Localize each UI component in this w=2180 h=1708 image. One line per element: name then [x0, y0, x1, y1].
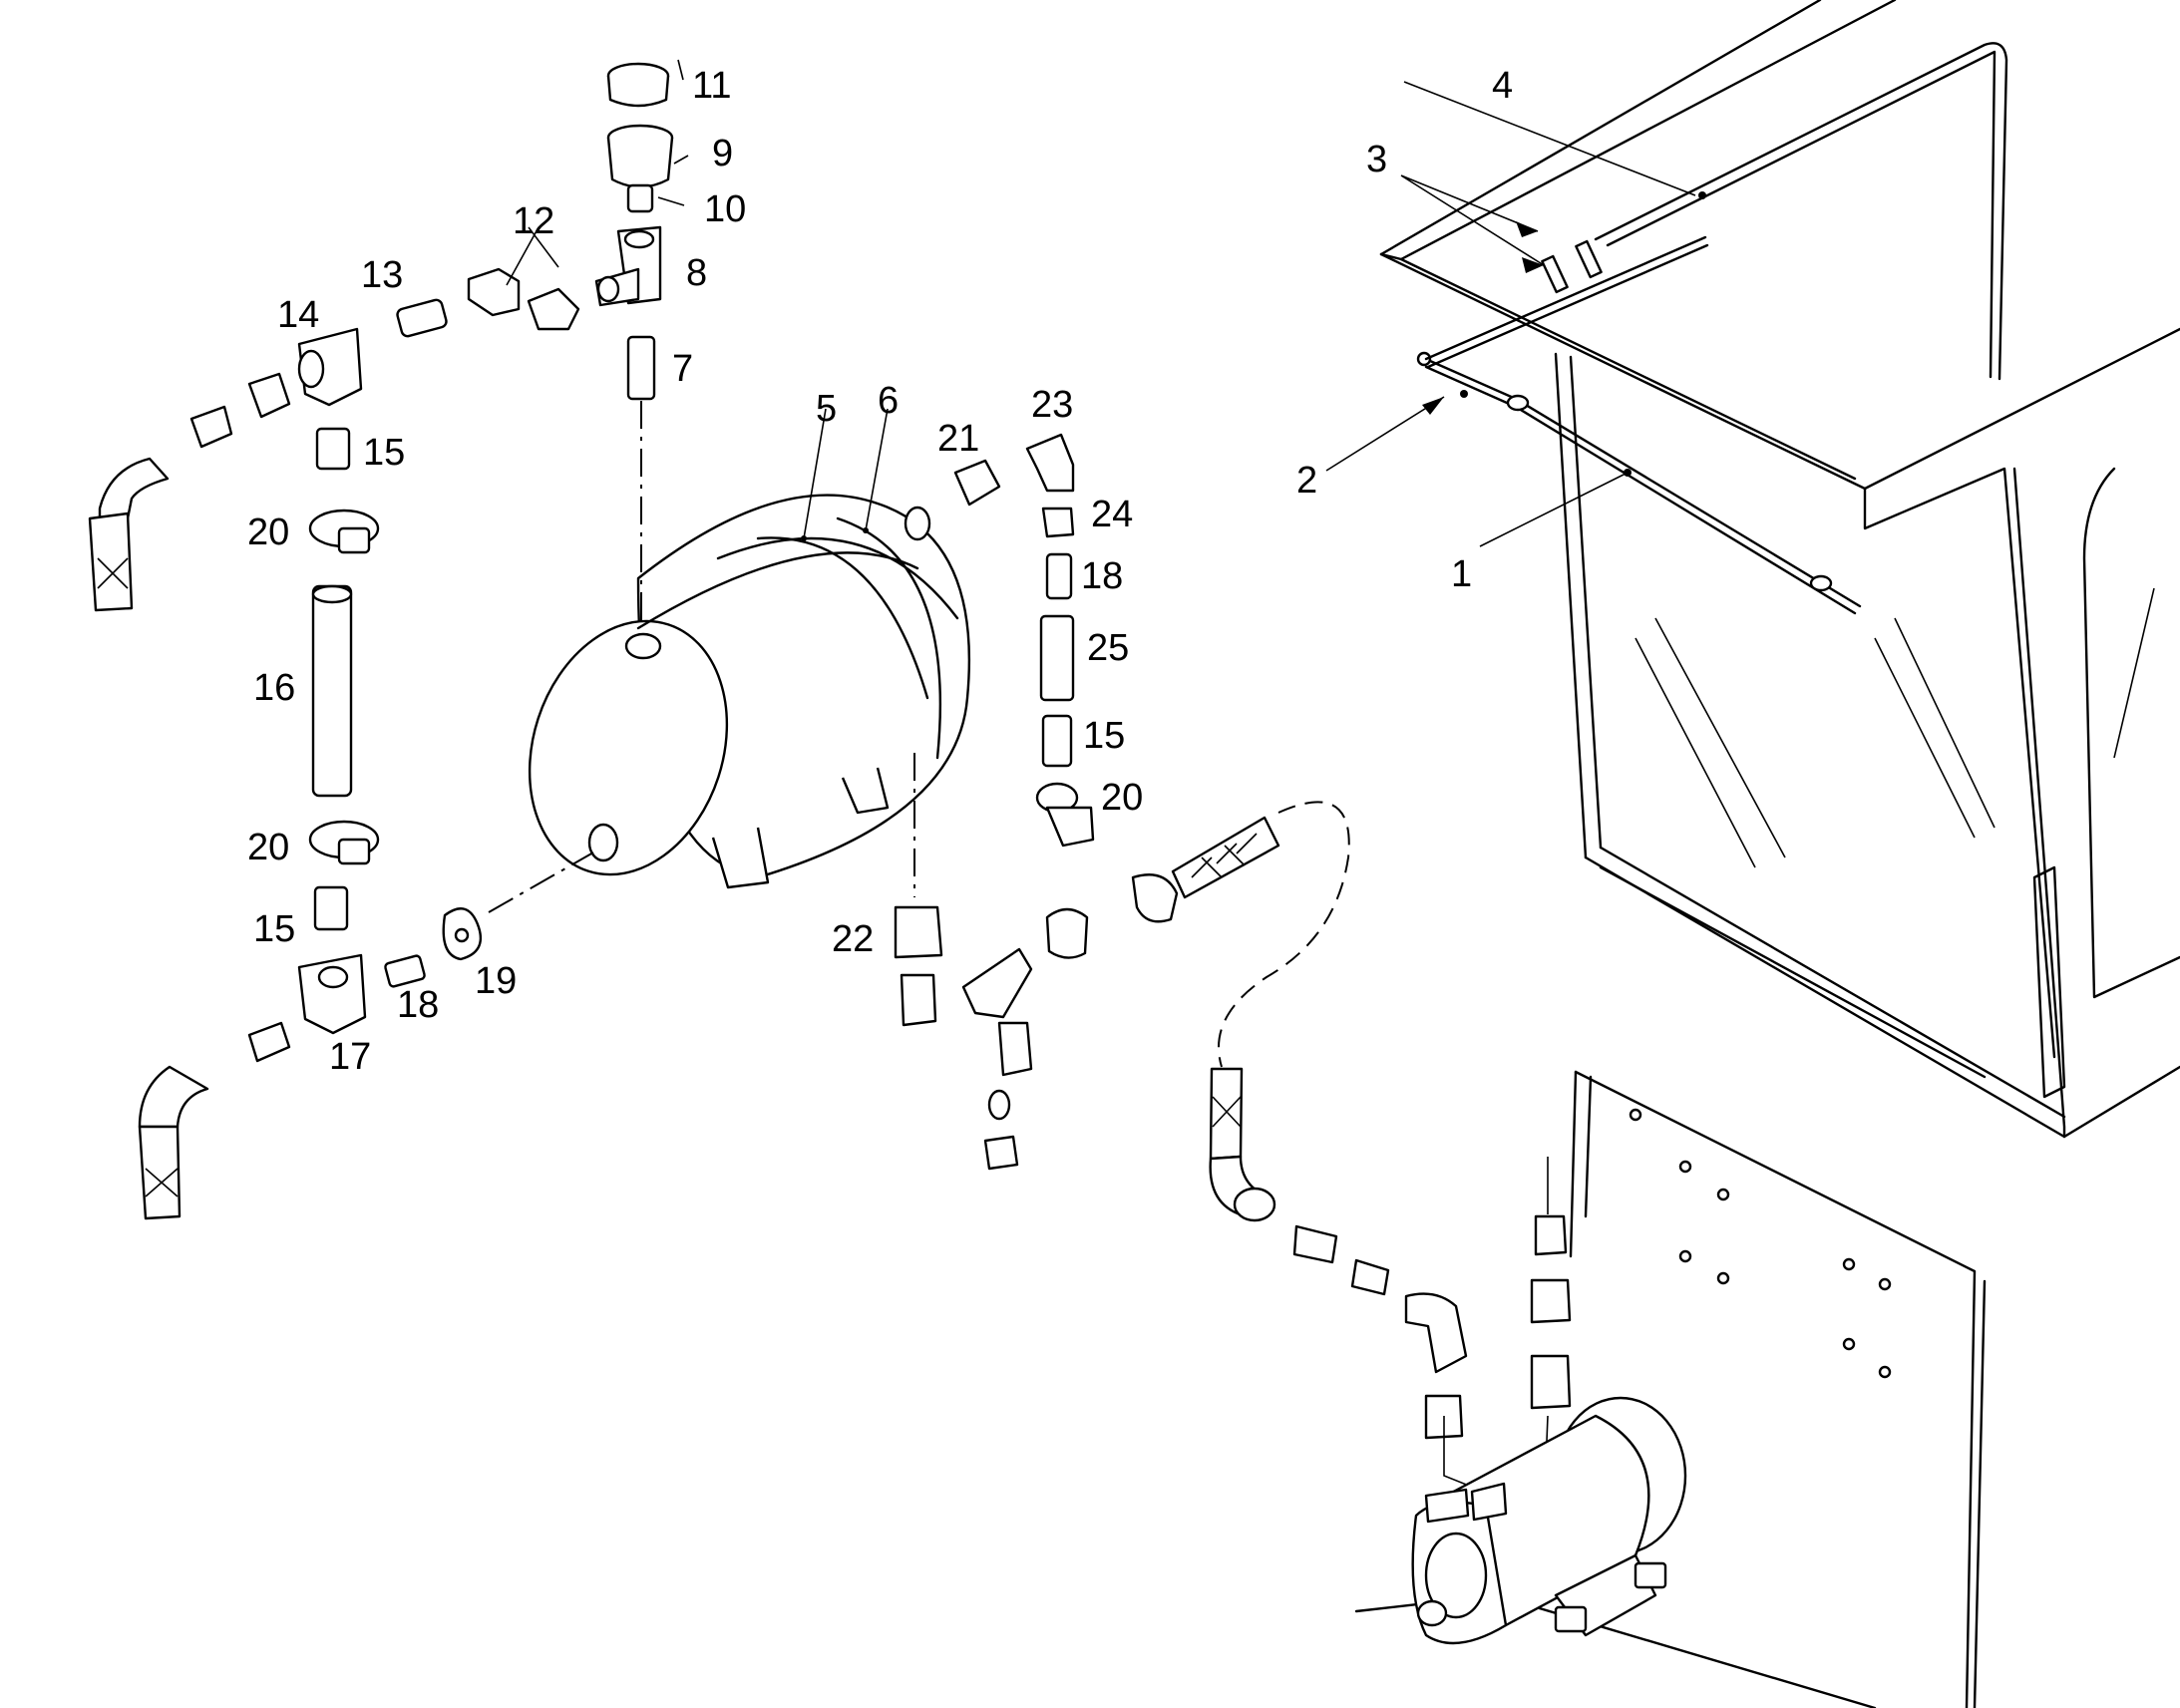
right-fitting-stack [913, 433, 1095, 897]
callout-20-lower: 20 [247, 827, 289, 868]
callout-7: 7 [672, 348, 693, 390]
nozzle-point [1460, 390, 1468, 398]
callout-1: 1 [1451, 553, 1472, 595]
callout-18-lower: 18 [397, 984, 439, 1026]
callout-25: 25 [1087, 627, 1129, 669]
callout-18-right: 18 [1081, 555, 1123, 597]
callout-labels: 1 2 3 4 5 6 7 8 9 10 11 12 13 14 15 15 1… [247, 65, 1513, 1078]
callout-23: 23 [1031, 384, 1073, 426]
lower-left-hose-assembly [138, 852, 594, 1220]
leader-lines [506, 59, 1696, 547]
callout-19: 19 [475, 960, 517, 1002]
callout-16: 16 [253, 667, 295, 709]
callout-9: 9 [712, 133, 733, 174]
pump-assembly [1209, 1067, 1987, 1708]
filler-stack [594, 62, 674, 628]
arrowheads [1422, 221, 1544, 415]
callout-12: 12 [513, 200, 554, 242]
callout-15-upper: 15 [363, 432, 405, 474]
pump-point [1698, 191, 1706, 199]
callout-20-upper: 20 [247, 512, 289, 553]
callout-17: 17 [329, 1036, 371, 1078]
cab-assembly [1379, 0, 2180, 1139]
callout-21: 21 [937, 418, 979, 460]
callout-14: 14 [277, 294, 319, 336]
center-fitting-group [894, 801, 1350, 1171]
callout-3: 3 [1366, 139, 1387, 180]
callout-10: 10 [704, 188, 746, 230]
callout-2: 2 [1296, 460, 1317, 502]
callout-13: 13 [361, 254, 403, 296]
callout-22: 22 [832, 918, 874, 960]
callout-20-right: 20 [1101, 777, 1143, 819]
reservoir-tank [528, 494, 971, 889]
callout-15-lower: 15 [253, 908, 295, 950]
upper-left-hose-assembly [88, 267, 580, 931]
callout-4: 4 [1492, 65, 1513, 107]
callout-5: 5 [816, 388, 837, 430]
callout-15-right: 15 [1083, 715, 1125, 757]
callout-11: 11 [692, 65, 731, 107]
callout-8: 8 [686, 252, 707, 294]
callout-6: 6 [878, 380, 899, 422]
callout-24: 24 [1091, 494, 1133, 535]
